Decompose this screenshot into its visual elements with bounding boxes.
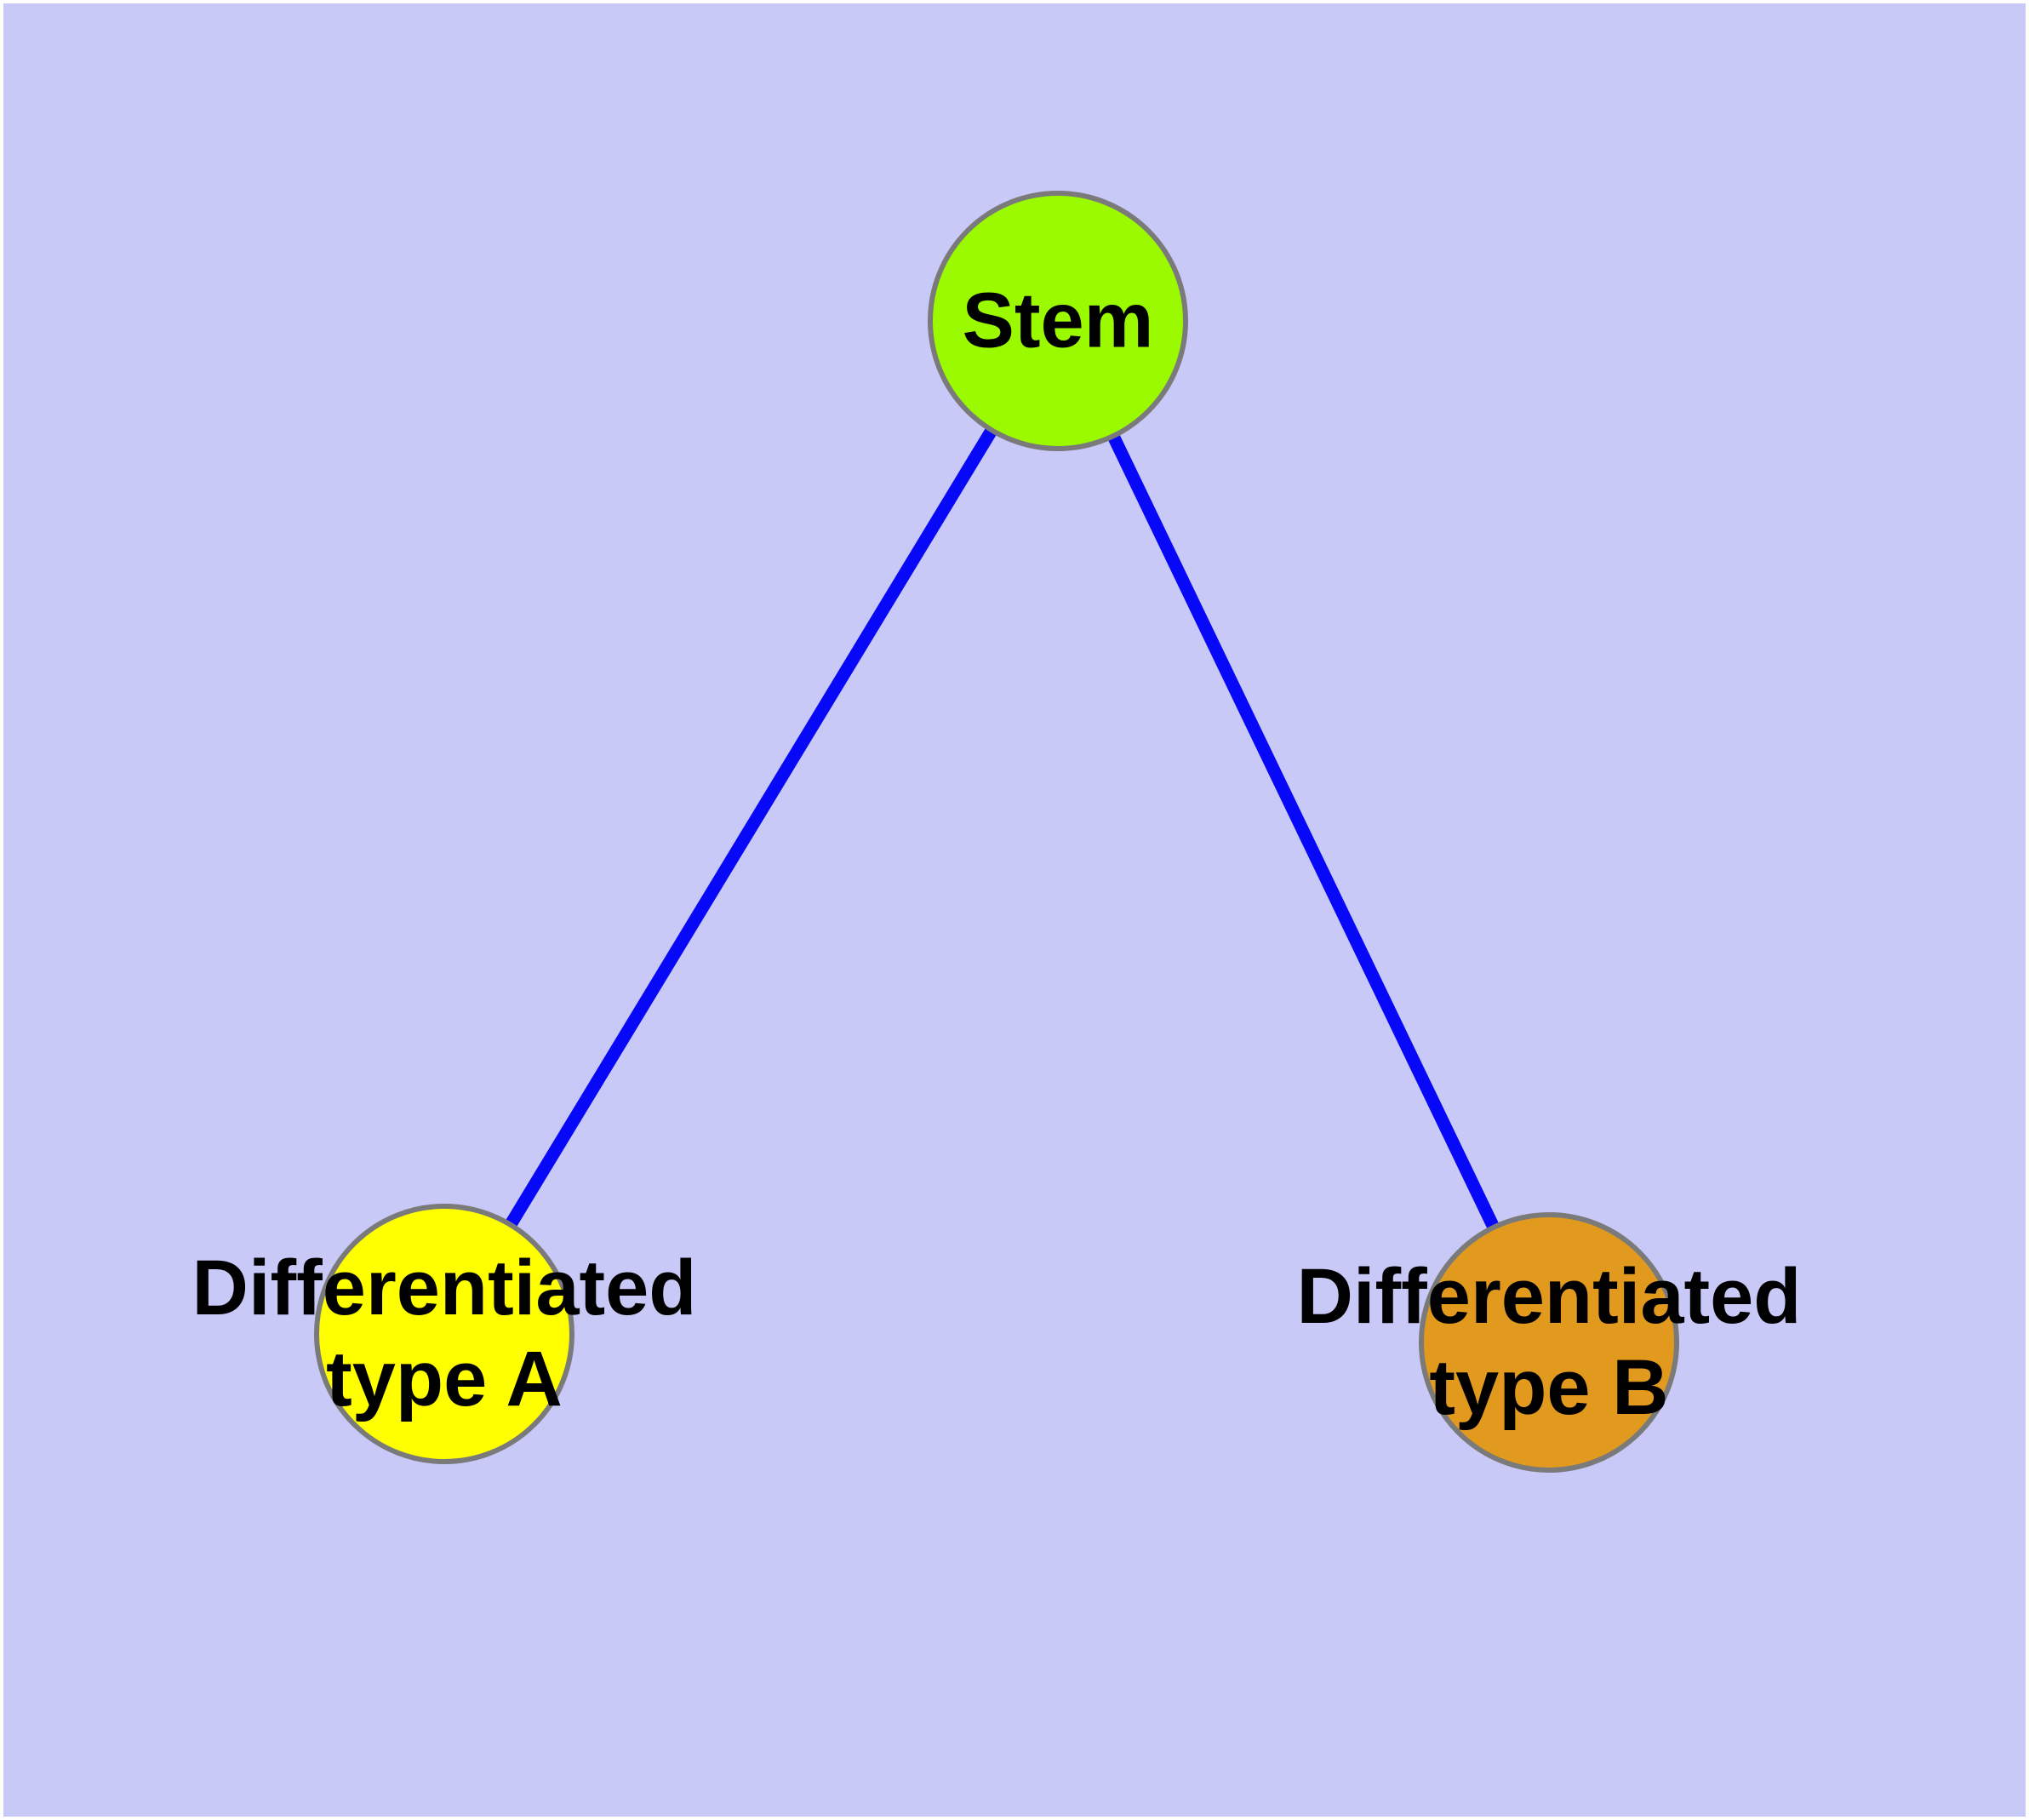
node-type-b-label: Differentiated type B <box>1297 1251 1802 1434</box>
node-stem-circle <box>928 191 1188 451</box>
node-type-b-circle <box>1419 1212 1679 1473</box>
node-stem-label-text: Stem <box>962 277 1154 364</box>
diagram-canvas: Stem Differentiated type A Differentiate… <box>3 3 2026 1817</box>
graph-layer <box>314 191 1679 1473</box>
node-type-a-label: Differentiated type A <box>192 1243 697 1425</box>
node-type-b-label-line2: type B <box>1429 1344 1669 1431</box>
node-type-b-label-line1: Differentiated <box>1296 1253 1802 1340</box>
edge-stem-to-type-b <box>1052 318 1555 1346</box>
edge-stem-to-type-a <box>438 318 1064 1337</box>
node-type-a-label-line1: Differentiated <box>191 1245 697 1331</box>
node-type-a-circle <box>314 1204 574 1464</box>
node-stem-label: Stem <box>963 276 1154 367</box>
node-type-a-label-line2: type A <box>326 1336 563 1422</box>
